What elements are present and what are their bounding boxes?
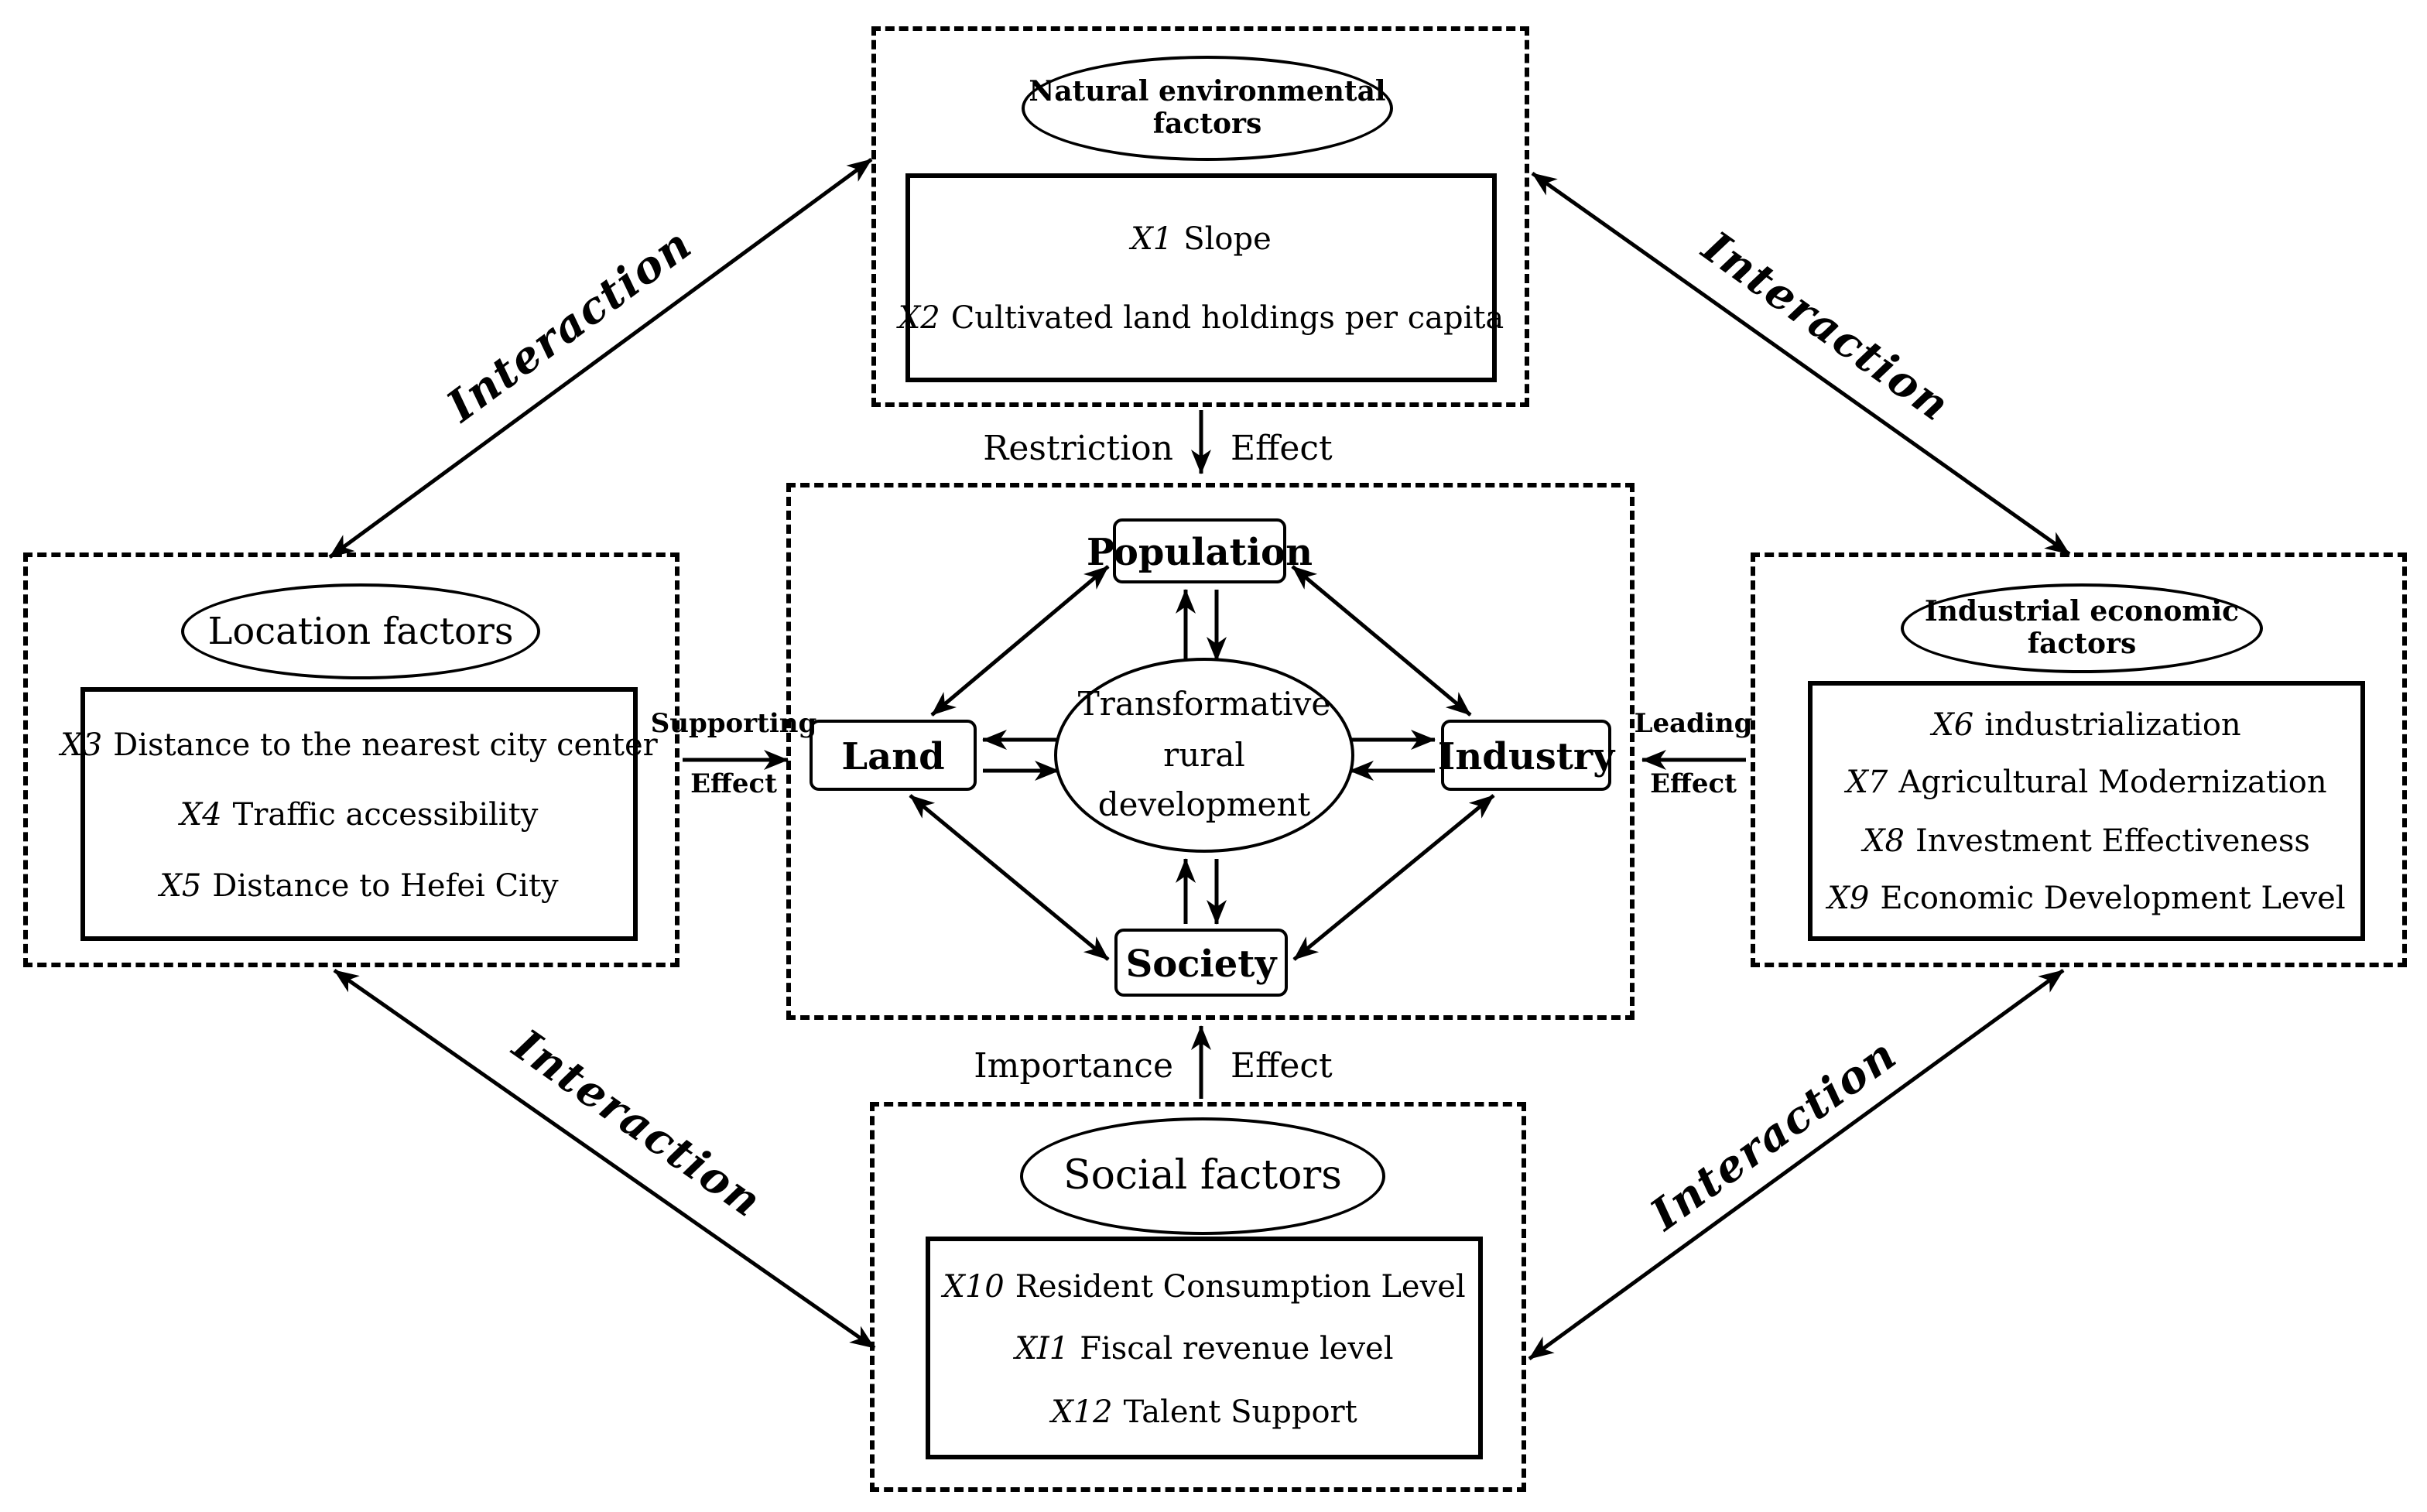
factor-id: X5 — [159, 866, 202, 903]
core-label-line1: Transformative — [1077, 686, 1331, 724]
industrial-factors-group-box — [1751, 552, 2407, 967]
factor-item-x2: X2 Cultivated land holdings per capita — [899, 299, 1504, 336]
factor-id: X12 — [1051, 1392, 1113, 1429]
factor-id: X1 — [1131, 220, 1173, 257]
factor-item-x12: X12 Talent Support — [1051, 1392, 1357, 1429]
factor-text: Talent Support — [1123, 1392, 1357, 1429]
factor-text: Slope — [1183, 220, 1272, 257]
factor-item-x9: X9 Economic Development Level — [1827, 879, 2345, 916]
factor-text: Distance to Hefei City — [212, 866, 559, 903]
social-factors-items-box: X10 Resident Consumption Level XI1 Fiscal … — [926, 1237, 1483, 1459]
factor-text: Distance to the nearest city center — [113, 725, 658, 762]
natural-factors-group-box — [871, 26, 1529, 407]
arrow-interaction-bottomright — [1528, 968, 2065, 1361]
social-factors-group-box — [870, 1102, 1526, 1492]
factor-text: Economic Development Level — [1880, 878, 2346, 916]
social-factors-title: Social factors — [1063, 1153, 1342, 1199]
factor-item-x3: X3 Distance to the nearest city center — [60, 725, 658, 762]
label-supporting-effect: Effect — [690, 769, 777, 800]
node-land-label: Land — [841, 733, 945, 778]
social-factors-ellipse: Social factors — [1020, 1117, 1385, 1235]
natural-factors-title: Natural environmental factors — [1029, 76, 1386, 141]
location-factors-title: Location factors — [207, 610, 514, 653]
factor-id: X2 — [898, 299, 940, 336]
node-society: Society — [1114, 929, 1288, 997]
factor-text: Agricultural Modernization — [1898, 763, 2327, 801]
factor-id: X9 — [1827, 878, 1870, 916]
node-society-label: Society — [1125, 940, 1277, 985]
industrial-factors-title: Industrial economic factors — [1924, 596, 2240, 661]
node-land: Land — [810, 720, 977, 791]
factor-text: industrialization — [1984, 706, 2241, 744]
label-leading-effect: Effect — [1650, 769, 1737, 800]
factor-id: X8 — [1863, 821, 1905, 859]
node-population: Population — [1087, 518, 1313, 583]
natural-factors-ellipse: Natural environmental factors — [1022, 56, 1393, 161]
factor-item-x8: X8 Investment Effectiveness — [1863, 821, 2310, 858]
core-cluster-box — [786, 483, 1635, 1020]
arrow-interaction-topright — [1531, 171, 2071, 556]
label-supporting: Supporting — [650, 709, 817, 740]
node-industry: Industry — [1437, 720, 1615, 791]
factor-item-x5: X5 Distance to Hefei City — [159, 866, 558, 903]
arrow-land-society — [909, 794, 1110, 961]
factor-text: Fiscal revenue level — [1080, 1329, 1394, 1367]
core-ellipse: Transformative rural development — [1054, 658, 1354, 853]
label-importance: Importance — [974, 1048, 1173, 1086]
factor-text: Traffic accessibility — [232, 795, 539, 833]
factor-text: Cultivated land holdings per capita — [950, 299, 1504, 336]
arrow-industry-society — [1292, 794, 1495, 961]
natural-factors-items-box: X1 Slope X2 Cultivated land holdings per c… — [899, 173, 1504, 382]
factor-id: X4 — [180, 795, 222, 833]
factor-item-x7: X7 Agricultural Modernization — [1846, 764, 2326, 801]
node-population-label: Population — [1087, 529, 1313, 573]
arrow-population-industry — [1291, 565, 1472, 717]
factor-item-x10: X10 Resident Consumption Level — [943, 1267, 1465, 1304]
label-importance-effect: Effect — [1231, 1048, 1333, 1086]
arrow-interaction-bottomleft — [333, 968, 876, 1350]
factor-id: X7 — [1846, 763, 1888, 801]
factor-text: Investment Effectiveness — [1915, 821, 2310, 859]
label-restriction: Restriction — [983, 430, 1173, 469]
label-leading: Leading — [1634, 709, 1753, 740]
core-label-line2: rural development — [1097, 736, 1311, 824]
industrial-factors-items-box: X6 industrialization X7 Agricultural Moder… — [1808, 681, 2365, 941]
factor-id: XI1 — [1015, 1329, 1070, 1367]
factor-item-x1: X1 Slope — [1131, 220, 1272, 257]
location-factors-group-box — [23, 552, 679, 967]
arrow-interaction-topleft — [328, 157, 873, 559]
factor-id: X3 — [60, 725, 103, 762]
factor-text: Resident Consumption Level — [1015, 1267, 1466, 1304]
factor-id: X10 — [943, 1267, 1005, 1304]
factor-item-x4: X4 Traffic accessibility — [180, 795, 539, 833]
industrial-factors-ellipse: Industrial economic factors — [1901, 583, 2263, 673]
location-factors-ellipse: Location factors — [181, 583, 540, 679]
factor-item-xi1: XI1 Fiscal revenue level — [1015, 1329, 1393, 1367]
factor-item-x6: X6 industrialization — [1932, 706, 2240, 743]
arrow-population-land — [930, 565, 1110, 717]
node-industry-label: Industry — [1437, 733, 1615, 778]
factor-id: X6 — [1932, 706, 1974, 744]
label-restriction-effect: Effect — [1231, 430, 1333, 469]
location-factors-items-box: X3 Distance to the nearest city center X4… — [60, 687, 658, 941]
